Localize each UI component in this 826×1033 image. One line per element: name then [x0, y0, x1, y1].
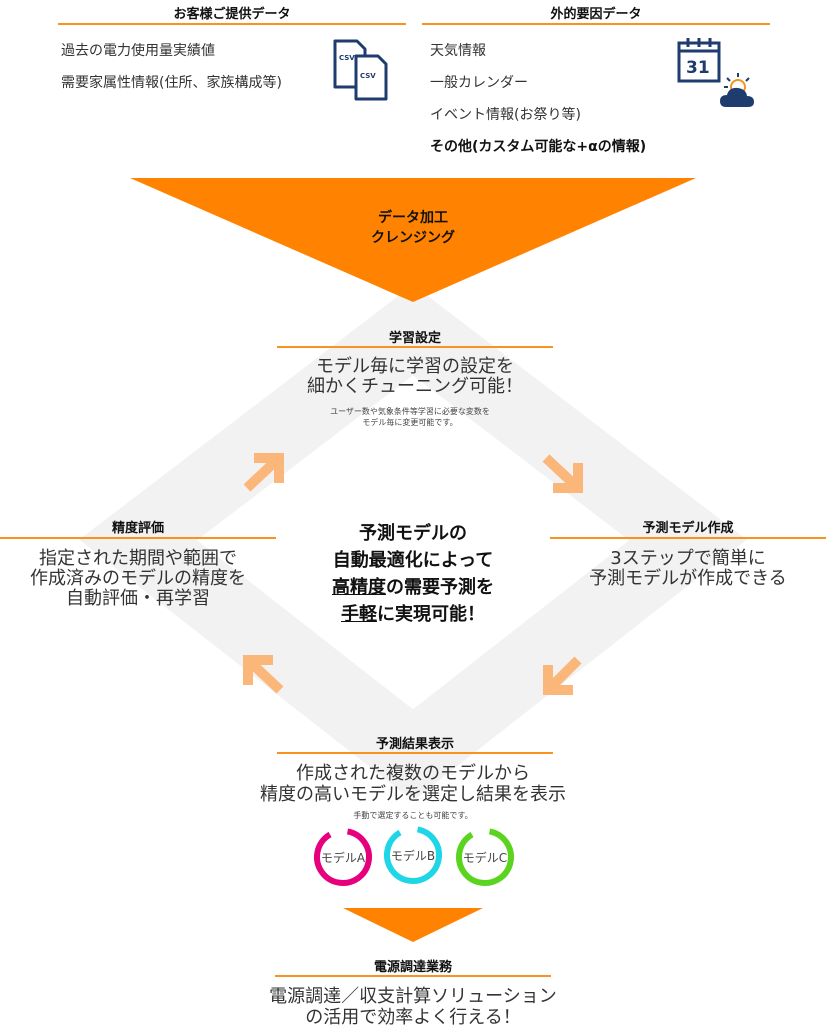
- external-item-bold: その他(カスタム可能な+αの情報): [430, 139, 647, 155]
- csv-files-icon: CSV CSV: [333, 39, 388, 101]
- power-rule: [275, 975, 551, 977]
- accuracy-main-2: 作成済みのモデルの精度を: [30, 568, 246, 589]
- model-label-3: モデルC: [463, 850, 507, 865]
- prediction-model-rule: [550, 537, 826, 539]
- calendar-day: 31: [686, 58, 710, 78]
- accuracy-title: 精度評価: [111, 521, 164, 536]
- customer-item-2: 需要家属性情報(住所、家族構成等): [61, 75, 282, 91]
- learning-note-1: ユーザー数や気象条件等学習に必要な変数を: [330, 407, 490, 416]
- arrow-down-left-icon: [543, 656, 582, 695]
- center-line-3-rest: の需要予測を: [386, 577, 494, 598]
- learning-main-1: モデル毎に学習の設定を: [316, 356, 514, 377]
- result-main-1: 作成された複数のモデルから: [296, 763, 530, 784]
- power-main-2: の活用で効率よく行える！: [305, 1007, 521, 1028]
- result-main-2: 精度の高いモデルを選定し結果を表示: [260, 784, 566, 805]
- model-ring-3: [456, 828, 514, 886]
- result-title: 予測結果表示: [375, 737, 454, 752]
- center-line-3: 高精度の需要予測を: [263, 574, 563, 601]
- accuracy-main-1: 指定された期間や範囲で: [39, 548, 237, 569]
- customer-data-title: お客様ご提供データ: [173, 7, 291, 22]
- center-line-4: 手軽に実現可能！: [263, 601, 563, 628]
- center-line-4-underlined: 手軽: [341, 604, 377, 625]
- learning-note-2: モデル毎に変更可能です。: [362, 418, 458, 427]
- prediction-model-main-2: 予測モデルが作成できる: [589, 568, 787, 589]
- model-ring-1: [314, 828, 372, 886]
- power-main-1: 電源調達／収支計算ソリューション: [269, 986, 557, 1007]
- arrow-up-left-icon: [243, 655, 284, 694]
- result-rule: [277, 752, 553, 754]
- external-item-1: 天気情報: [430, 43, 486, 59]
- center-line-2: 自動最適化によって: [332, 550, 494, 571]
- external-item-3: イベント情報(お祭り等): [430, 107, 581, 123]
- center-line-1: 予測モデルの: [359, 523, 467, 544]
- external-data-title: 外的要因データ: [550, 7, 642, 22]
- calendar-weather-icon: 31: [677, 38, 754, 107]
- result-note: 手動で選定することも可能です。: [353, 811, 473, 820]
- external-item-2: 一般カレンダー: [430, 75, 528, 91]
- model-label-1: モデルA: [321, 850, 366, 865]
- customer-data-rule: [58, 23, 406, 25]
- arrow-down-right-icon: [542, 454, 583, 493]
- external-data-rule: [422, 23, 770, 25]
- csv-label-1: CSV: [339, 54, 355, 62]
- power-title: 電源調達業務: [373, 960, 452, 975]
- center-line-3-underlined: 高精度: [332, 577, 386, 598]
- learning-rule: [277, 346, 553, 348]
- down-chevron: [343, 908, 483, 942]
- funnel-label-2: クレンジング: [371, 230, 455, 246]
- cleansing-funnel: [130, 178, 696, 302]
- customer-item-1: 過去の電力使用量実績値: [61, 43, 215, 59]
- prediction-model-main-1: 3ステップで簡単に: [610, 548, 766, 569]
- accuracy-rule: [0, 537, 276, 539]
- learning-title: 学習設定: [388, 331, 441, 346]
- learning-main-2: 細かくチューニング可能！: [307, 376, 523, 397]
- model-ring-2: [384, 826, 442, 884]
- arrow-up-right-icon: [243, 453, 284, 492]
- csv-label-2: CSV: [360, 72, 376, 80]
- model-label-2: モデルB: [391, 848, 435, 863]
- accuracy-main-3: 自動評価・再学習: [66, 588, 210, 609]
- center-line-4-rest: に実現可能！: [377, 604, 485, 625]
- prediction-model-title: 予測モデル作成: [642, 521, 734, 536]
- funnel-label-1: データ加工: [378, 210, 448, 226]
